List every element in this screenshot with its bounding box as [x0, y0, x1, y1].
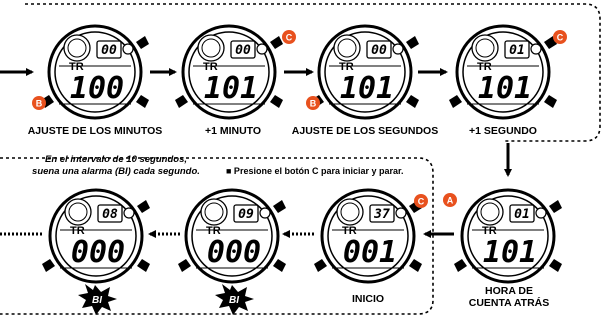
button-b-marker-1: B — [32, 96, 46, 110]
seconds-display: 00 — [371, 43, 387, 58]
svg-text:A: A — [447, 196, 454, 206]
svg-text:BI: BI — [92, 295, 102, 306]
main-time-display: 101 — [340, 71, 394, 106]
caption-adjust-minutes: AJUSTE DE LOS MINUTOS — [28, 125, 163, 137]
main-time-display: 101 — [204, 71, 258, 106]
watch-2: TR 00 101 — [175, 24, 283, 120]
alarm-burst-2: BI — [215, 284, 254, 315]
svg-text:C: C — [418, 197, 425, 207]
alarm-burst-1: BI — [78, 284, 117, 315]
button-a-marker: A — [443, 193, 457, 207]
seconds-display: 01 — [514, 207, 530, 222]
seconds-display: 08 — [102, 207, 118, 222]
seconds-display: 37 — [373, 207, 390, 222]
button-c-marker-1: C — [282, 30, 296, 44]
mode-tr-label: TR — [342, 225, 357, 237]
instruction-text: ■ Presione el botón C para iniciar y par… — [226, 166, 404, 176]
upper-dashed-frame — [25, 3, 601, 142]
caption-plus-one-minute: +1 MINUTO — [205, 125, 261, 137]
watch-4: TR 01 101 — [449, 24, 557, 120]
caption-start: INICIO — [352, 293, 384, 305]
seconds-display: 01 — [509, 43, 525, 58]
svg-text:C: C — [557, 33, 564, 43]
main-time-display: 000 — [207, 235, 261, 270]
svg-text:B: B — [36, 99, 43, 109]
seconds-display: 09 — [238, 207, 254, 222]
flow-arrows — [0, 68, 512, 238]
main-time-display: 101 — [478, 71, 532, 106]
caption-adjust-seconds: AJUSTE DE LOS SEGUNDOS — [292, 125, 438, 137]
caption-countdown-time-line1: HORA DE — [485, 285, 533, 297]
watch-7: TR 09 000 — [178, 188, 286, 284]
button-b-marker-2: B — [306, 96, 320, 110]
caption-plus-one-second: +1 SEGUNDO — [469, 125, 537, 137]
main-time-display: 000 — [71, 235, 125, 270]
main-time-display: 100 — [70, 71, 124, 106]
note-line-2: suena una alarma (BI) cada segundo. — [32, 166, 200, 177]
seconds-display: 00 — [101, 43, 117, 58]
main-time-display: 101 — [483, 235, 537, 270]
watch-5: TR 01 101 — [454, 188, 562, 284]
svg-text:B: B — [310, 99, 317, 109]
button-c-marker-3: C — [414, 194, 428, 208]
button-c-marker-2: C — [553, 30, 567, 44]
mode-tr-label: TR — [69, 61, 84, 73]
mode-tr-label: TR — [70, 225, 85, 237]
watch-1: TR 00 100 — [41, 24, 149, 120]
mode-tr-label: TR — [477, 61, 492, 73]
mode-tr-label: TR — [206, 225, 221, 237]
mode-tr-label: TR — [339, 61, 354, 73]
watch-3: TR 00 101 — [311, 24, 419, 120]
caption-countdown-time-line2: CUENTA ATRÁS — [469, 296, 550, 309]
watch-8: TR 08 000 — [42, 188, 150, 284]
svg-text:BI: BI — [229, 295, 239, 306]
seconds-display: 00 — [235, 43, 251, 58]
watch-illustrations: TR00100TR00101TR00101TR01101TR01101TR370… — [41, 24, 562, 284]
lower-dashed-frame — [0, 157, 434, 315]
mode-tr-label: TR — [482, 225, 497, 237]
main-time-display: 001 — [343, 235, 397, 270]
mode-tr-label: TR — [203, 61, 218, 73]
watch-6: TR 37 001 — [314, 188, 422, 284]
svg-text:C: C — [286, 33, 293, 43]
note-line-1: En el intervalo de 10 segundos, — [45, 154, 187, 165]
